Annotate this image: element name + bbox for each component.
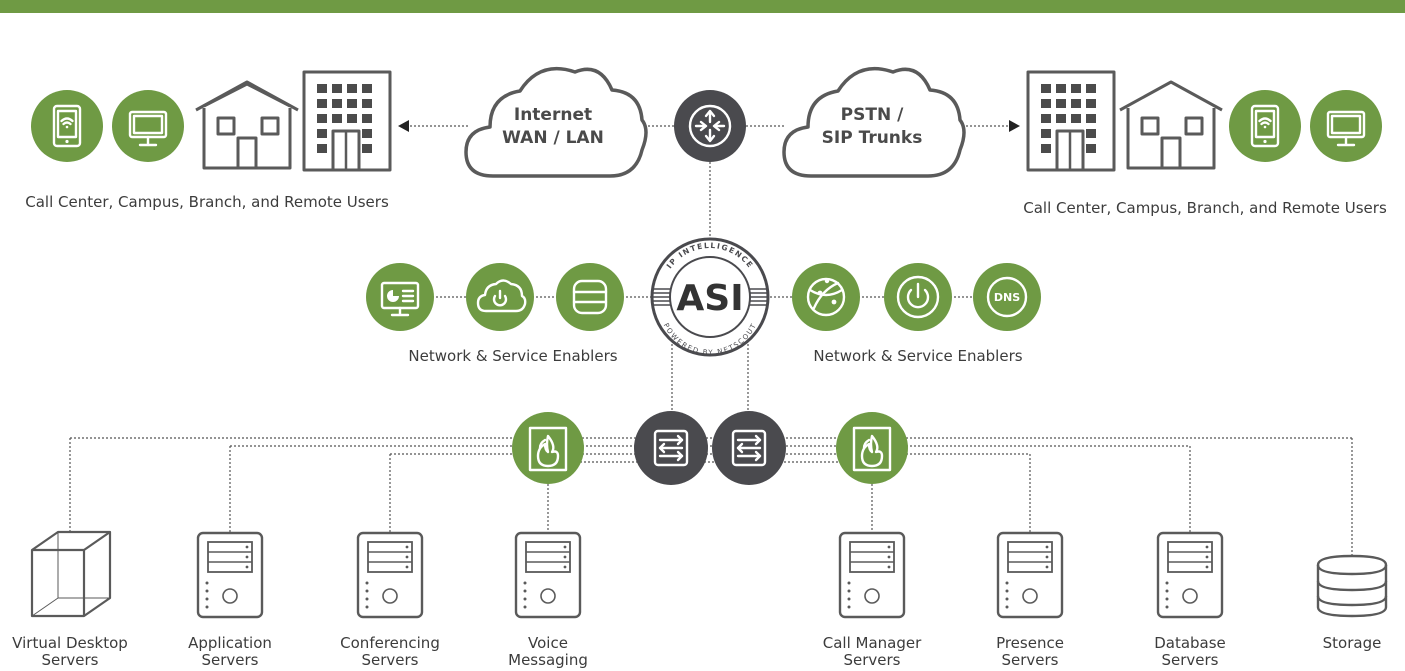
server-icon xyxy=(838,531,906,619)
switch-left-icon xyxy=(634,411,708,485)
server-icon xyxy=(514,531,582,619)
switch-right-icon xyxy=(712,411,786,485)
firewall-right-icon xyxy=(836,412,908,484)
virtual-desktop-servers: Virtual Desktop Servers xyxy=(12,530,128,669)
server-label-line2: Messaging xyxy=(508,651,588,669)
pstn-sip-trunks-cloud: PSTN / SIP Trunks xyxy=(782,67,966,178)
server-icon xyxy=(356,531,424,619)
right-enablers: DNS Network & Service Enablers xyxy=(792,263,1041,365)
server-label-line1: Virtual Desktop xyxy=(12,634,128,652)
cloud-right-line1: PSTN / xyxy=(841,105,904,125)
dns-icon: DNS xyxy=(973,263,1041,331)
server-label-line2: Servers xyxy=(201,651,258,669)
right-enablers-label: Network & Service Enablers xyxy=(813,347,1022,365)
globe-icon xyxy=(792,263,860,331)
office-building-icon xyxy=(1026,70,1116,172)
server-label-line1: Conferencing xyxy=(340,634,440,652)
router-icon xyxy=(674,90,746,162)
left-user-group: Call Center, Campus, Branch, and Remote … xyxy=(25,70,392,211)
power-icon xyxy=(884,263,952,331)
right-user-group: Call Center, Campus, Branch, and Remote … xyxy=(1023,70,1387,217)
server-label-line2: Servers xyxy=(361,651,418,669)
tablet-wifi-icon xyxy=(31,90,103,162)
monitor-icon xyxy=(112,90,184,162)
cloud-left-line1: Internet xyxy=(514,105,592,125)
left-users-label: Call Center, Campus, Branch, and Remote … xyxy=(25,193,389,211)
server-icon xyxy=(1156,531,1224,619)
asi-logo: ASI IP INTELLIGENCE POWERED BY NETSCOUT xyxy=(650,237,770,357)
connector-lines xyxy=(69,120,1353,555)
internet-wan-lan-cloud: Internet WAN / LAN xyxy=(464,67,648,178)
cube-icon xyxy=(30,530,112,618)
server-label-line1: Voice xyxy=(528,634,568,652)
monitor-icon xyxy=(1310,90,1382,162)
server-label-line2: Servers xyxy=(41,651,98,669)
asi-logo-text: ASI xyxy=(676,278,743,319)
server-icon xyxy=(196,531,264,619)
right-users-label: Call Center, Campus, Branch, and Remote … xyxy=(1023,199,1387,217)
server-label-line1: Application xyxy=(188,634,272,652)
server-label-line1: Call Manager xyxy=(823,634,922,652)
cloud-right-line2: SIP Trunks xyxy=(822,128,923,148)
storage: Storage xyxy=(1316,554,1388,652)
server-label-line2: Servers xyxy=(1001,651,1058,669)
office-building-icon xyxy=(302,70,392,172)
server-label-line2: Servers xyxy=(1161,651,1218,669)
server-label-line1: Database xyxy=(1154,634,1226,652)
house-icon xyxy=(1119,80,1223,170)
server-label-line2: Servers xyxy=(843,651,900,669)
dns-text: DNS xyxy=(994,291,1020,304)
database-icon xyxy=(556,263,624,331)
house-icon xyxy=(195,80,299,170)
server-label-line1: Storage xyxy=(1323,634,1382,652)
server-icon xyxy=(996,531,1064,619)
firewall-left-icon xyxy=(512,412,584,484)
left-enablers: Network & Service Enablers xyxy=(366,263,624,365)
cloud-power-icon xyxy=(466,263,534,331)
top-accent-bar xyxy=(0,0,1405,13)
cloud-left-line2: WAN / LAN xyxy=(502,128,604,148)
monitor-chart-icon xyxy=(366,263,434,331)
left-enablers-label: Network & Service Enablers xyxy=(408,347,617,365)
storage-icon xyxy=(1316,554,1388,618)
server-group: ApplicationServersConferencingServersVoi… xyxy=(188,531,1226,669)
server-label-line1: Presence xyxy=(996,634,1064,652)
tablet-wifi-icon xyxy=(1229,90,1301,162)
